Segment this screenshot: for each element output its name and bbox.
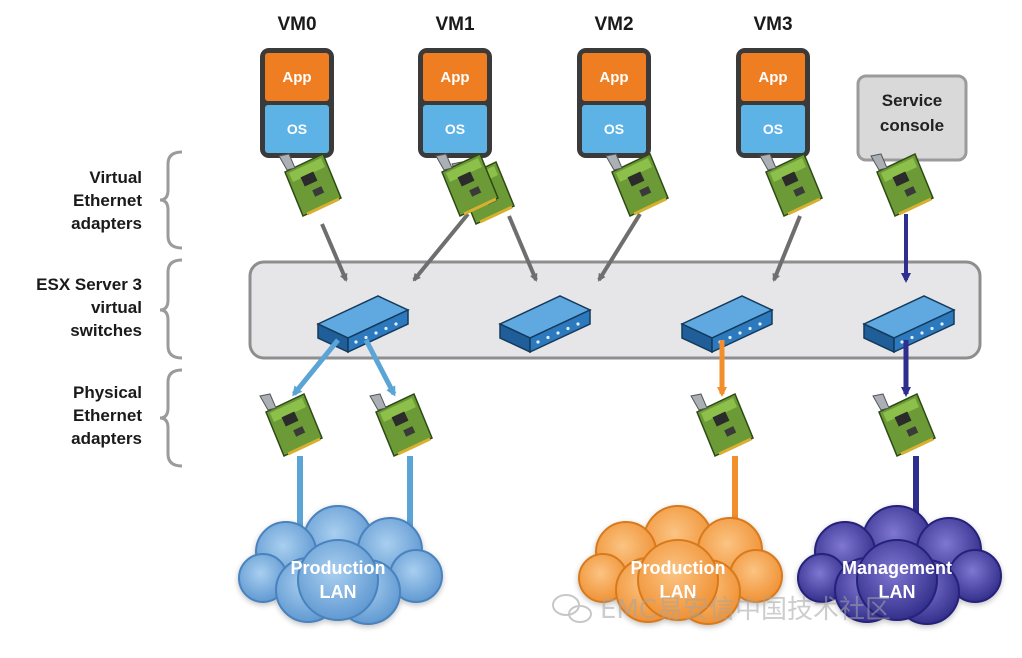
svg-text:Virtual: Virtual [89, 168, 142, 187]
vm3-label: VM3 [753, 14, 792, 35]
production-lan-2-line2: LAN [660, 582, 697, 602]
vm1-os: OS [445, 121, 465, 137]
vnic-vm2 [604, 152, 670, 218]
vm2-box: App OS [577, 48, 651, 158]
vm2-os: OS [604, 121, 624, 137]
production-lan-1-line2: LAN [320, 582, 357, 602]
vm3-box: App OS [736, 48, 810, 158]
label-virtual-adapters: Virtual Ethernet adapters [71, 168, 142, 233]
vm2-label: VM2 [594, 14, 633, 35]
vm3-os: OS [763, 121, 783, 137]
svg-text:Ethernet: Ethernet [73, 406, 142, 425]
pnic-3 [689, 392, 755, 458]
uplink-1b [363, 338, 397, 397]
svg-text:virtual: virtual [91, 298, 142, 317]
svg-text:Ethernet: Ethernet [73, 191, 142, 210]
management-lan-line1: Management [842, 558, 952, 578]
vm3-app: App [758, 69, 787, 86]
brace-physical-adapters [159, 368, 183, 468]
management-lan-line2: LAN [879, 582, 916, 602]
production-lan-cloud-1: Production LAN [238, 505, 443, 625]
svg-text:adapters: adapters [71, 429, 142, 448]
service-console-line2: console [880, 116, 944, 135]
vm0-label: VM0 [277, 14, 316, 35]
label-vswitches: ESX Server 3 virtual switches [36, 275, 142, 340]
vswitch-area [248, 260, 982, 360]
brace-virtual-adapters [159, 150, 183, 250]
vm1-label: VM1 [435, 14, 475, 35]
vm1-app: App [440, 69, 469, 86]
pnic-2 [368, 392, 434, 458]
production-lan-2-line1: Production [631, 558, 726, 578]
svg-text:Physical: Physical [73, 383, 142, 402]
service-console-box: Service console [856, 74, 968, 162]
vm2-app: App [599, 69, 628, 86]
vnic-vm0 [277, 152, 343, 218]
pnic-4 [871, 392, 937, 458]
vm0-box: App OS [260, 48, 334, 158]
pnic-1 [258, 392, 324, 458]
wechat-icon [552, 594, 592, 623]
vm0-app: App [282, 69, 311, 86]
label-physical-adapters: Physical Ethernet adapters [71, 383, 142, 448]
brace-vswitches [159, 258, 183, 360]
watermark: EMC易安信中国技术社区 [552, 594, 891, 625]
watermark-text: EMC易安信中国技术社区 [600, 595, 891, 625]
service-console-line1: Service [882, 91, 943, 110]
management-lan-cloud: Management LAN [797, 505, 1002, 625]
vnic-vm3 [758, 152, 824, 218]
virtual-links [320, 212, 802, 282]
uplink-1a [292, 338, 340, 397]
vm1-box: App OS [418, 48, 492, 158]
svg-text:adapters: adapters [71, 214, 142, 233]
production-lan-1-line1: Production [291, 558, 386, 578]
vm0-os: OS [287, 121, 307, 137]
svg-text:switches: switches [70, 321, 142, 340]
production-lan-cloud-2: Production LAN [578, 505, 783, 625]
vnic-console [869, 152, 935, 218]
svg-text:ESX Server 3: ESX Server 3 [36, 275, 142, 294]
